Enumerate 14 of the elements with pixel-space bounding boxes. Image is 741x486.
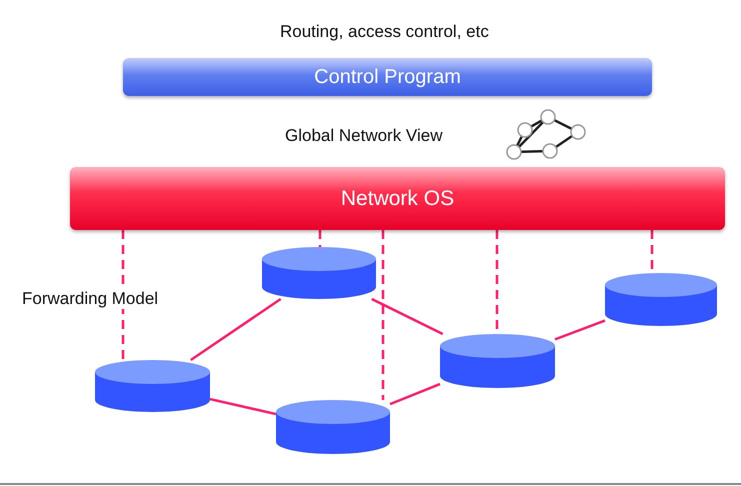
annotation-text: Routing, access control, etc xyxy=(280,22,489,42)
layer-bar xyxy=(123,58,652,96)
layer-title: Control Program xyxy=(314,66,461,88)
layer-bar xyxy=(70,167,725,230)
link-line xyxy=(190,298,282,362)
link-line xyxy=(122,230,124,360)
link-line xyxy=(318,230,322,247)
annotation-text: Forwarding Model xyxy=(22,289,158,309)
layer-title: Network OS xyxy=(340,186,454,210)
link-line xyxy=(371,298,444,336)
link-line xyxy=(210,398,276,416)
link-line xyxy=(382,230,384,400)
link-line xyxy=(390,382,440,406)
link-line xyxy=(554,319,606,341)
